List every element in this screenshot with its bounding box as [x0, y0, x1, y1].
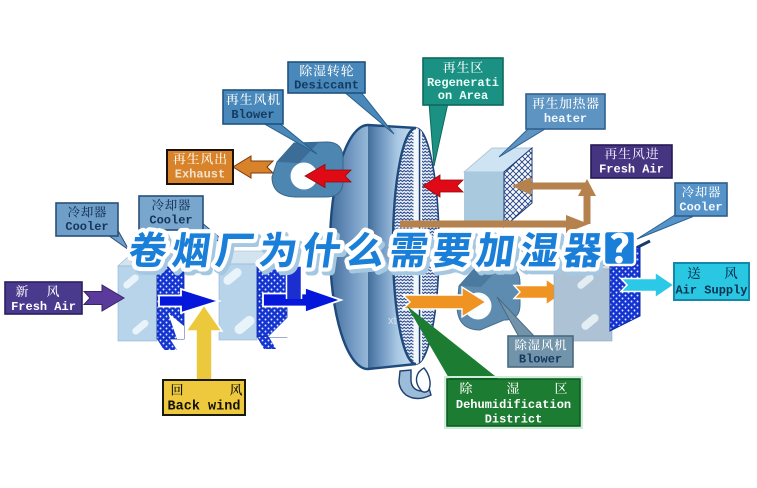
svg-text:Fresh Air: Fresh Air [599, 163, 664, 177]
svg-text:Cooler: Cooler [679, 201, 722, 215]
svg-text:Desiccant: Desiccant [294, 79, 359, 93]
svg-text:Cooler: Cooler [149, 214, 192, 228]
svg-text:heater: heater [544, 112, 587, 126]
svg-text:Air Supply: Air Supply [675, 284, 747, 298]
svg-text:Blower: Blower [231, 108, 274, 122]
svg-text:Cooler: Cooler [65, 220, 108, 234]
svg-text:Dehumidification: Dehumidification [456, 398, 571, 412]
svg-text:Exhaust: Exhaust [175, 168, 225, 182]
svg-text:on Area: on Area [438, 89, 488, 103]
svg-text:Regenerati: Regenerati [427, 76, 499, 90]
svg-text:xt: xt [388, 315, 397, 327]
svg-text:Blower: Blower [519, 353, 562, 367]
svg-text:Back wind: Back wind [168, 400, 241, 415]
svg-text:Fresh Air: Fresh Air [11, 300, 76, 314]
svg-text:District: District [485, 413, 543, 427]
